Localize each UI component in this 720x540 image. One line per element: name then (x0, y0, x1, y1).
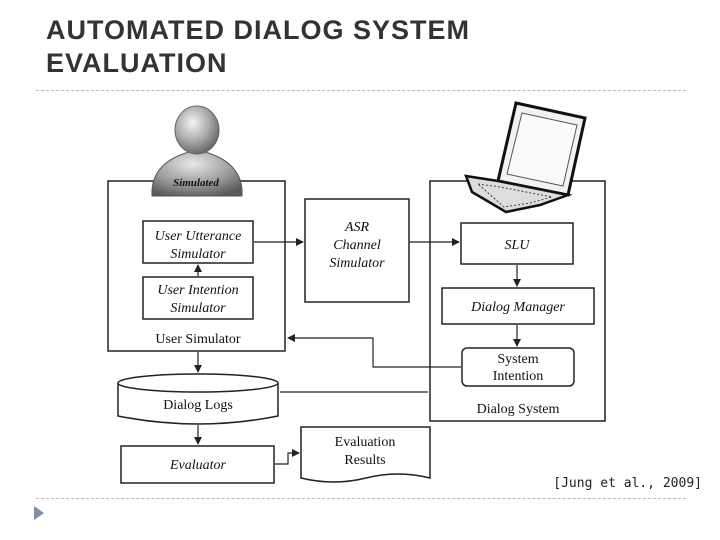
slide-title: AUTOMATED DIALOG SYSTEM EVALUATION (46, 14, 566, 80)
dialog-manager-box (441, 287, 595, 325)
dialog-logs-cylinder (117, 373, 279, 425)
system-intention-label-2: Intention (493, 369, 544, 384)
evaluator-label: Evaluator (169, 458, 227, 473)
system-intention-label-1: System (497, 352, 538, 367)
user-icon (151, 105, 243, 197)
evaluator-box (120, 445, 275, 484)
user-simulator-label: User Simulator (155, 332, 240, 347)
asr-channel-simulator-label-2: Channel (333, 238, 381, 253)
system-intention-to-user-simulator-arrow (287, 334, 461, 368)
user-simulator-frame (107, 180, 286, 352)
bottom-divider (36, 498, 686, 499)
dialog-manager-label: Dialog Manager (470, 300, 565, 315)
bullet-arrow-icon (34, 506, 44, 520)
slide-title-line-2: EVALUATION (46, 48, 228, 78)
dialog-system-label: Dialog System (477, 402, 560, 417)
asr-channel-simulator-label-1: ASR (344, 220, 370, 235)
user-utterance-simulator-label-2: Simulator (170, 247, 226, 262)
evaluation-results-label-1: Evaluation (335, 435, 396, 450)
top-divider (36, 90, 686, 91)
evaluation-results-document (300, 426, 431, 483)
user-utterance-simulator-box (142, 220, 254, 264)
evaluator-to-results-arrow (275, 449, 300, 465)
user-intention-simulator-box (142, 276, 254, 320)
dialog-logs-label: Dialog Logs (163, 398, 233, 413)
asr-channel-simulator-label-3: Simulator (329, 256, 385, 271)
user-icon-label: Simulated (173, 177, 219, 189)
evaluation-results-label-2: Results (344, 453, 385, 468)
user-utterance-simulator-label-1: User Utterance (155, 229, 242, 244)
user-intention-simulator-label-1: User Intention (157, 283, 238, 298)
slu-label: SLU (505, 238, 531, 253)
laptop-icon (464, 101, 587, 214)
citation: [Jung et al., 2009] (553, 476, 702, 491)
slide-title-line-1: AUTOMATED DIALOG SYSTEM (46, 15, 471, 45)
slu-box (460, 222, 574, 265)
asr-channel-simulator-box (304, 198, 410, 303)
system-intention-box (461, 347, 575, 387)
user-intention-simulator-label-2: Simulator (170, 301, 226, 316)
